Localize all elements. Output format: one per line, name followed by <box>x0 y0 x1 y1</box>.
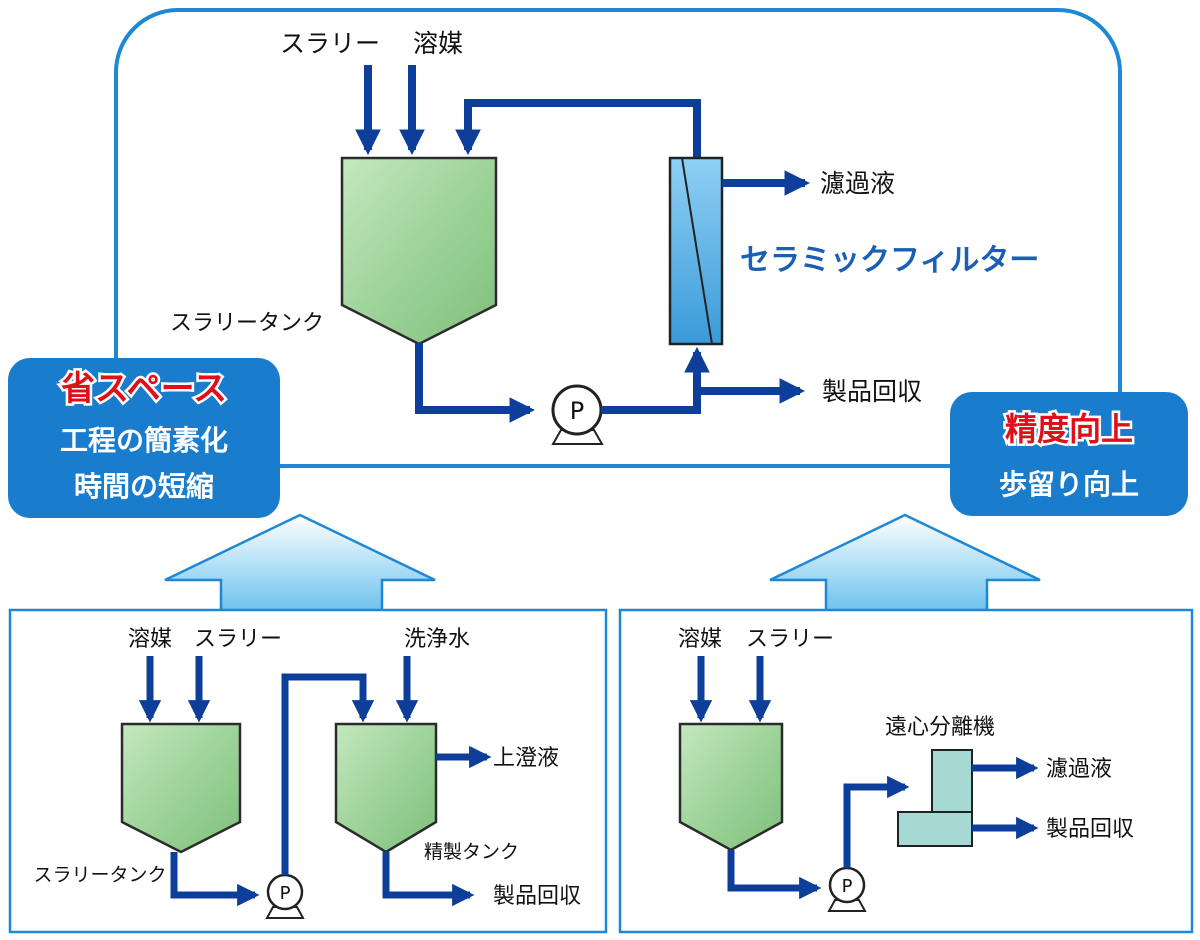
top-slurry-tank <box>340 156 498 346</box>
br-product-label: 製品回収 <box>1046 817 1134 842</box>
br-pump-label: P <box>842 876 853 897</box>
top-pump-to-filter-pipe <box>601 346 710 414</box>
bl-tank2-to-product-pipe <box>382 852 475 907</box>
bl-tank1-label: スラリータンク <box>33 864 166 886</box>
bottom-left-panel-frame <box>8 608 608 934</box>
br-pump: P <box>827 866 867 912</box>
br-centrifuge-label: 遠心分離機 <box>885 715 995 740</box>
bl-wash-label: 洗浄水 <box>404 627 470 652</box>
br-input-slurry-label: スラリー <box>746 627 834 652</box>
badge-right-line-1: 歩留り向上 <box>999 468 1139 501</box>
centrifuge <box>897 749 973 847</box>
badge-precision: 精度向上 歩留り向上 <box>950 392 1188 516</box>
ceramic-filter-label: セラミックフィルター <box>740 243 1039 278</box>
badge-left-line-1: 工程の簡素化 <box>60 424 228 457</box>
top-pump: P <box>551 384 604 445</box>
top-tank-label: スラリータンク <box>170 311 324 336</box>
top-filtrate-label: 濾過液 <box>820 169 895 198</box>
top-product-label: 製品回収 <box>822 377 922 406</box>
bl-tank2-label: 精製タンク <box>424 841 519 863</box>
bl-pump-to-tank2-pipe <box>281 673 375 875</box>
badge-space-saving: 省スペース 工程の簡素化 時間の短縮 <box>8 358 280 518</box>
up-arrow-left <box>164 513 436 614</box>
bl-input-slurry-label: スラリー <box>194 627 282 652</box>
top-input-solvent-label: 溶媒 <box>413 29 463 58</box>
top-tank-to-pump-pipe <box>415 343 536 423</box>
bl-input-solvent-label: 溶媒 <box>128 627 172 652</box>
badge-left-title: 省スペース <box>61 369 227 409</box>
badge-right-title: 精度向上 <box>1005 410 1133 448</box>
br-slurry-tank <box>678 722 784 852</box>
br-filtrate-label: 濾過液 <box>1046 757 1112 782</box>
br-pump-to-centrifuge-pipe <box>843 775 910 868</box>
ceramic-filter <box>668 156 724 346</box>
bl-slurry-tank <box>120 722 242 854</box>
bl-pump: P <box>265 873 305 919</box>
br-input-solvent-label: 溶媒 <box>678 627 722 652</box>
bl-purification-tank <box>334 722 438 854</box>
badge-left-line-2: 時間の短縮 <box>74 470 214 503</box>
br-tank-to-pump-pipe <box>727 850 822 900</box>
bl-pump-label: P <box>280 883 291 904</box>
top-input-slurry-label: スラリー <box>280 29 380 58</box>
bl-supernatant-label: 上澄液 <box>493 746 559 771</box>
bl-product-label: 製品回収 <box>493 884 581 909</box>
up-arrow-right <box>769 513 1041 614</box>
bl-tank-to-pump-pipe <box>170 852 260 907</box>
top-recycle-pipe <box>455 99 701 158</box>
top-pump-label: P <box>570 397 584 425</box>
